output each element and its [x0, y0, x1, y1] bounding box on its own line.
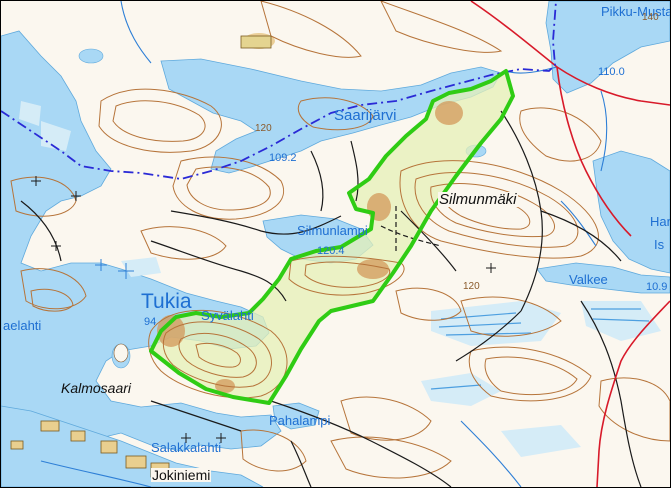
lake-label-tukia: Tukia: [141, 290, 192, 313]
place-label-kalmosaari: Kalmosaari: [61, 380, 132, 396]
lake-valkee: [536, 262, 670, 294]
contour-layer: [10, 1, 670, 479]
protected-area-outline[interactable]: [149, 69, 515, 405]
lake-hari: [592, 150, 670, 274]
pond-small-1: [78, 48, 104, 64]
place-label-syvalahti: Syvälahti: [201, 308, 254, 323]
stream-layer: [40, 1, 608, 487]
lake-label-valkee: Valkee: [569, 272, 608, 287]
elevation-silmunlampi: 120.4: [317, 245, 345, 257]
protected-area-fill: [151, 71, 513, 403]
marsh-stripes: [430, 308, 650, 390]
lake-label-hari-is: Is: [654, 237, 665, 252]
elevation-saarijarvi: 109.2: [269, 152, 297, 164]
elevation-tukia: 94: [144, 316, 157, 328]
lake-saarijarvi: [160, 58, 502, 174]
elevation-valkee: 10.9: [646, 281, 668, 293]
lake-label-hari: Hari: [650, 214, 671, 229]
lake-label-aelahti: aelahti: [3, 318, 42, 333]
main-road-layer: [470, 1, 670, 487]
lake-label-pikku-musta: Pikku-Musta: [601, 4, 671, 19]
place-label-salakkalahti: Salakkalahti: [151, 440, 222, 455]
municipal-boundary: [1, 1, 557, 180]
lake-pikku-musta: [545, 1, 670, 94]
island-small: [113, 343, 129, 363]
lake-pahalampi: [272, 402, 320, 430]
elevation-pikku-musta: 110.0: [598, 66, 625, 78]
contour-label-north: 120: [255, 123, 272, 134]
contour-label-east: 120: [463, 281, 480, 292]
lake-label-saarijarvi: Saarijärvi: [334, 107, 397, 124]
lake-label-pahalampi: Pahalampi: [269, 413, 331, 428]
spot-height-140: 140: [642, 12, 659, 23]
lake-label-silmunlampi: Silmunlampi: [297, 223, 368, 238]
symbol-layer: [31, 176, 496, 443]
hill-label-silmunmaki: Silmunmäki: [438, 191, 518, 208]
place-label-jokiniemi: Jokiniemi: [151, 467, 212, 483]
